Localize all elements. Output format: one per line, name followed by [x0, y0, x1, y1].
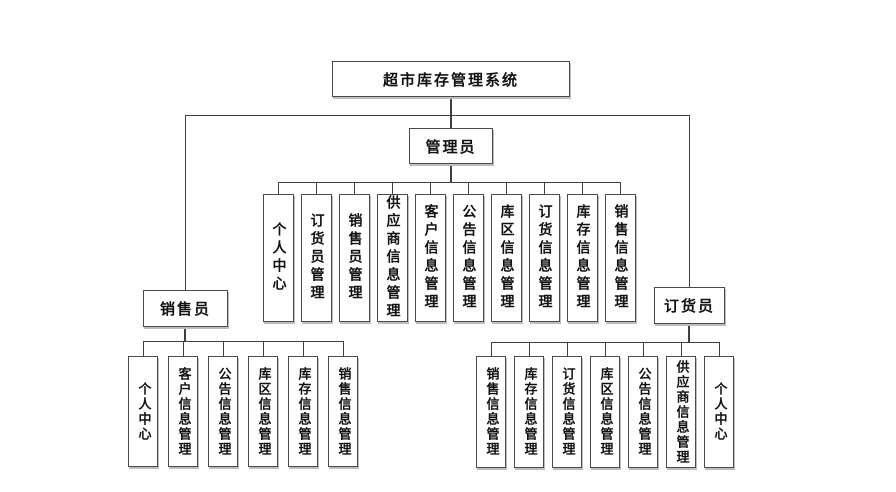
connector-line — [316, 182, 317, 194]
node-label: 公告信息管理 — [215, 366, 231, 457]
sales-child-node: 公告信息管理 — [208, 356, 238, 467]
connector-line — [278, 182, 621, 183]
node-label: 个人中心 — [711, 382, 727, 442]
node-label: 供应商信息管理 — [384, 195, 401, 321]
order-child-node: 库区信息管理 — [590, 356, 620, 468]
sales-child-node: 库存信息管理 — [288, 356, 318, 467]
connector-line — [529, 342, 530, 356]
connector-line — [605, 342, 606, 356]
admin-child-node: 库区信息管理 — [491, 194, 522, 322]
connector-line — [278, 182, 279, 194]
connector-line — [506, 182, 507, 194]
connector-line — [582, 182, 583, 194]
node-label: 订货员 — [663, 297, 715, 315]
node-label: 订货员管理 — [308, 213, 325, 303]
connector-line — [184, 327, 186, 342]
sales-child-node: 客户信息管理 — [168, 356, 198, 467]
admin-child-node: 订货员管理 — [301, 194, 332, 322]
connector-line — [688, 324, 690, 343]
node-label: 订货信息管理 — [536, 204, 553, 312]
connector-line — [143, 341, 344, 342]
admin-child-node: 公告信息管理 — [453, 194, 484, 322]
sales-child-node: 销售信息管理 — [328, 356, 358, 467]
connector-line — [143, 341, 144, 356]
node-label: 销售员 — [159, 300, 211, 318]
connector-line — [450, 164, 452, 183]
connector-line — [719, 342, 720, 356]
connector-line — [303, 341, 304, 356]
admin-child-node: 销售员管理 — [339, 194, 370, 322]
node-sales-role: 销售员 — [143, 290, 228, 327]
connector-line — [620, 182, 621, 194]
connector-line — [567, 342, 568, 356]
connector-line — [392, 182, 393, 194]
order-child-node: 公告信息管理 — [628, 356, 658, 468]
node-label: 个人中心 — [135, 381, 151, 442]
connector-line — [643, 342, 644, 356]
node-admin: 管理员 — [409, 128, 493, 164]
node-label: 订货信息管理 — [559, 367, 575, 457]
connector-line — [223, 341, 224, 356]
sales-child-node: 个人中心 — [128, 356, 158, 467]
node-label: 库区信息管理 — [597, 367, 613, 457]
connector-line — [430, 182, 431, 194]
node-label: 库存信息管理 — [574, 204, 591, 312]
node-label: 库存信息管理 — [295, 366, 311, 457]
connector-line — [681, 342, 682, 356]
node-label: 销售信息管理 — [335, 366, 351, 457]
node-label: 销售员管理 — [346, 213, 363, 303]
node-label: 管理员 — [425, 137, 477, 156]
node-order-role: 订货员 — [654, 287, 725, 324]
connector-line — [185, 115, 690, 116]
node-label: 库区信息管理 — [498, 204, 515, 312]
node-label: 超市库存管理系统 — [382, 70, 519, 89]
admin-child-node: 客户信息管理 — [415, 194, 446, 322]
node-label: 客户信息管理 — [175, 366, 191, 457]
connector-line — [468, 182, 469, 194]
node-label: 销售信息管理 — [483, 367, 499, 457]
node-label: 库存信息管理 — [521, 367, 537, 457]
connector-line — [689, 115, 690, 287]
sales-child-node: 库区信息管理 — [248, 356, 278, 467]
node-label: 个人中心 — [270, 222, 287, 294]
node-label: 公告信息管理 — [460, 204, 477, 312]
admin-child-node: 订货信息管理 — [529, 194, 560, 322]
connector-line — [343, 341, 344, 356]
node-label: 客户信息管理 — [422, 204, 439, 312]
node-label: 供应商信息管理 — [673, 359, 689, 465]
admin-child-node: 供应商信息管理 — [377, 194, 408, 322]
connector-line — [185, 115, 186, 290]
order-child-node: 库存信息管理 — [514, 356, 544, 468]
connector-line — [263, 341, 264, 356]
admin-child-node: 个人中心 — [263, 194, 294, 322]
node-label: 公告信息管理 — [635, 367, 651, 457]
node-root-system: 超市库存管理系统 — [332, 61, 570, 97]
connector-line — [354, 182, 355, 194]
connector-line — [450, 97, 452, 128]
connector-line — [544, 182, 545, 194]
order-child-node: 订货信息管理 — [552, 356, 582, 468]
connector-line — [183, 341, 184, 356]
order-child-node: 供应商信息管理 — [666, 356, 696, 468]
admin-child-node: 库存信息管理 — [567, 194, 598, 322]
admin-child-node: 销售信息管理 — [605, 194, 636, 322]
order-child-node: 销售信息管理 — [476, 356, 506, 468]
order-child-node: 个人中心 — [704, 356, 734, 468]
node-label: 库区信息管理 — [255, 366, 271, 457]
node-label: 销售信息管理 — [612, 204, 629, 312]
connector-line — [491, 342, 492, 356]
